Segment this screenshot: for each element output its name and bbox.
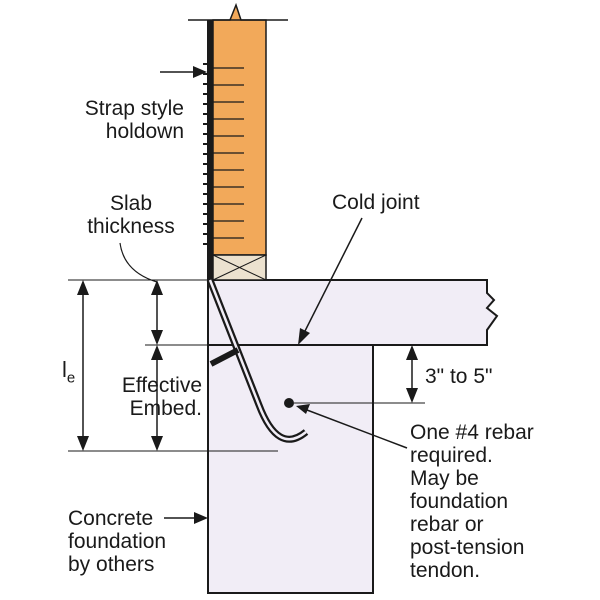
embed-arrow-bottom <box>151 436 163 451</box>
embedded-strap-inner <box>208 279 307 441</box>
rebar-note-line: tendon. <box>410 559 481 582</box>
concrete-slab <box>207 279 499 346</box>
rebar-note-line: May be <box>410 467 479 490</box>
rebar-note-line: required. <box>410 444 493 467</box>
slab-arrow-top <box>151 280 163 295</box>
slab-label-line1: Slab <box>109 192 153 215</box>
rebar-note-line: rebar or <box>410 513 484 536</box>
strap-brace <box>209 347 240 367</box>
concrete-label-line1: Concrete <box>68 507 154 530</box>
slab-arrow-bottom <box>151 330 163 345</box>
cold-joint-leader-arrow <box>298 328 310 345</box>
slab-label-line2: thickness <box>87 215 175 238</box>
strap-holdown-label: Strap style holdown <box>85 97 184 143</box>
range-arrow-top <box>406 345 418 360</box>
concrete-foundation <box>207 344 374 594</box>
rebar-note-line: One #4 rebar <box>410 421 534 444</box>
concrete-label-line3: by others <box>68 553 155 576</box>
sill-cross-b <box>212 254 267 281</box>
le-subscript: e <box>66 369 76 387</box>
rebar-leader-arrow <box>296 404 310 414</box>
rebar-note-line: foundation <box>410 490 509 513</box>
le-arrow-bottom <box>77 436 89 451</box>
concrete-foundation-label: Concrete foundation by others <box>68 507 166 576</box>
strap-nail-heads <box>203 63 207 245</box>
le-arrow-top <box>77 280 89 295</box>
strap-leader-arrow <box>193 66 207 78</box>
rebar-leader-line <box>306 409 408 449</box>
slab-thickness-label: Slab thickness <box>76 192 186 238</box>
rebar-note: One #4 rebar required. May be foundation… <box>410 421 534 582</box>
concrete-label-line2: foundation <box>68 530 167 553</box>
nail-lines <box>213 67 244 239</box>
rebar-dot <box>284 398 294 408</box>
effective-embed-label: Effective Embed. <box>122 374 202 420</box>
cold-joint-label: Cold joint <box>332 191 420 214</box>
wood-stud <box>212 2 267 256</box>
le-label: le <box>62 358 75 389</box>
range-label: 3" to 5" <box>425 365 493 388</box>
slab-leader-curve <box>119 242 158 283</box>
embed-arrow-top <box>151 345 163 360</box>
strap-label-line2: holdown <box>105 120 184 143</box>
strap-label-line1: Strap style <box>84 97 184 120</box>
effective-label-line1: Effective <box>121 374 202 397</box>
strap-holdown <box>207 20 213 282</box>
le-main: l <box>62 357 67 382</box>
cold-joint-leader-line <box>304 217 363 332</box>
effective-label-line2: Embed. <box>129 397 202 420</box>
concrete-leader-arrow <box>194 512 208 524</box>
rebar-note-line: post-tension <box>410 536 525 559</box>
range-arrow-bottom <box>406 388 418 403</box>
